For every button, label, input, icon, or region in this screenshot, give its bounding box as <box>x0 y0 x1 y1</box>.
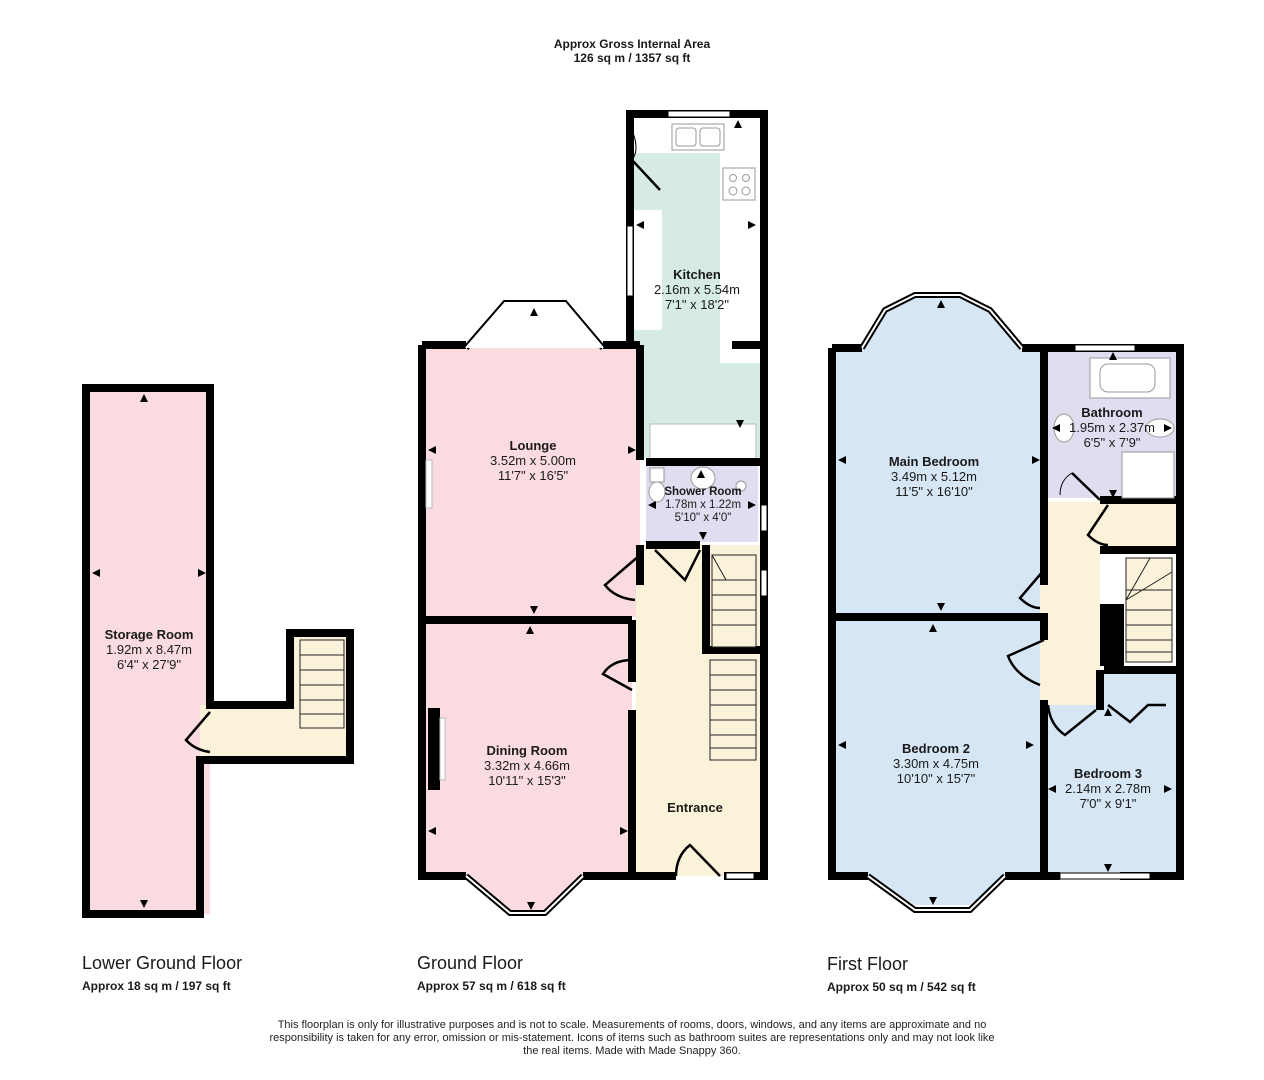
bedroom-2-fill <box>832 620 1044 905</box>
window-icon <box>626 225 634 297</box>
window-icon <box>760 504 768 532</box>
bath-icon <box>1089 357 1171 399</box>
fireplace-icon <box>428 708 440 790</box>
window-icon <box>725 872 755 880</box>
window-icon <box>667 110 731 118</box>
storage-room-fill <box>86 388 210 914</box>
stairs-icon <box>1125 557 1173 663</box>
stairs-icon <box>709 554 757 761</box>
room-label-entrance: Entrance <box>667 800 723 815</box>
dimension-arrows <box>838 300 1172 905</box>
room-label-kitchen: Kitchen 2.16m x 5.54m 7'1" x 18'2" <box>654 267 740 312</box>
gross-area-value: 126 sq m / 1357 sq ft <box>573 51 691 65</box>
floor-name: Ground Floor <box>417 953 524 973</box>
window-icon <box>1059 872 1151 880</box>
first-floor-plan <box>828 292 1184 913</box>
lounge-fill <box>422 303 640 617</box>
room-label-storage-room: Storage Room 1.92m x 8.47m 6'4" x 27'9" <box>104 627 194 672</box>
dining-room-fill <box>422 622 632 913</box>
kitchen-sink-icon <box>671 123 725 151</box>
basin-icon <box>1145 418 1175 438</box>
window-icon <box>760 569 768 597</box>
dimension-arrows <box>428 120 756 910</box>
room-label-shower-room: Shower Room 1.78m x 1.22m 5'10" x 4'0" <box>664 486 742 524</box>
gross-area-title: Approx Gross Internal Area <box>553 37 711 51</box>
ground-floor-plan <box>418 110 768 916</box>
bay-window-icon <box>463 300 606 916</box>
shower-tray-icon <box>1121 451 1175 499</box>
room-label-bedroom-3: Bedroom 3 2.14m x 2.78m 7'0" x 9'1" <box>1065 766 1151 811</box>
floor-area: Approx 57 sq m / 618 sq ft <box>417 979 566 993</box>
floor-name: Lower Ground Floor <box>82 953 243 973</box>
window-icon <box>1074 344 1136 352</box>
bay-window-icon <box>859 292 1025 913</box>
main-bedroom-fill <box>832 295 1044 614</box>
chimney-breast <box>1100 604 1124 666</box>
floor-caption-lower-ground: Lower Ground Floor Approx 18 sq m / 197 … <box>82 952 242 994</box>
door-icon <box>601 129 721 877</box>
floor-caption-ground: Ground Floor Approx 57 sq m / 618 sq ft <box>417 952 566 994</box>
door-icon <box>1006 472 1166 737</box>
room-label-bathroom: Bathroom 1.95m x 2.37m 6'5" x 7'9" <box>1069 405 1155 450</box>
floor-caption-first: First Floor Approx 50 sq m / 542 sq ft <box>827 953 976 995</box>
room-label-main-bedroom: Main Bedroom 3.49m x 5.12m 11'5" x 16'10… <box>888 454 980 499</box>
lower-ground-floor-plan <box>82 384 354 918</box>
room-label-lounge: Lounge 3.52m x 5.00m 11'7" x 16'5" <box>490 438 576 483</box>
stairs-icon <box>299 639 345 729</box>
door-icon <box>184 711 211 754</box>
lower-ground-walls <box>82 384 354 918</box>
disclaimer-text: This floorplan is only for illustrative … <box>269 1019 995 1057</box>
dimension-arrows <box>92 394 206 908</box>
floor-area: Approx 50 sq m / 542 sq ft <box>827 980 976 994</box>
hob-icon <box>722 167 756 201</box>
shower-icon <box>735 480 747 492</box>
room-label-bedroom-2: Bedroom 2 3.30m x 4.75m 10'10" x 15'7" <box>893 741 979 786</box>
toilet-icon <box>648 467 666 503</box>
room-label-dining-room: Dining Room 3.32m x 4.66m 10'11" x 15'3" <box>484 743 570 788</box>
floor-name: First Floor <box>827 954 908 974</box>
floor-area: Approx 18 sq m / 197 sq ft <box>82 979 231 993</box>
gross-area-header: Approx Gross Internal Area 126 sq m / 13… <box>0 37 1264 65</box>
